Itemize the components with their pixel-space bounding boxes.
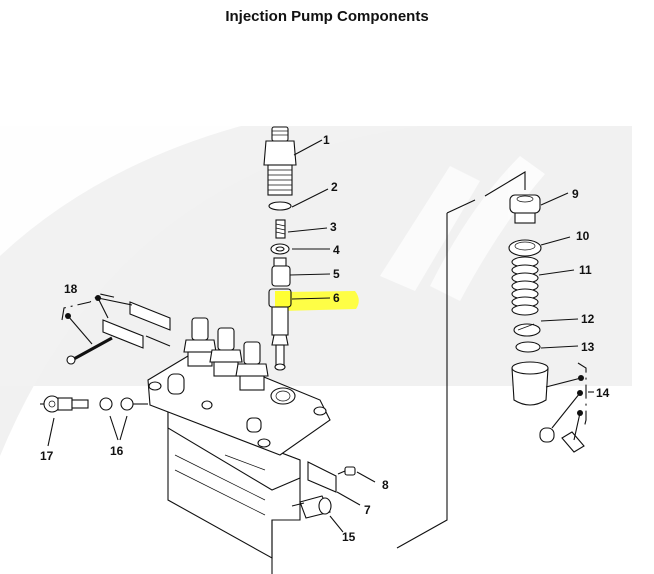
washer-part-16a [99,397,113,411]
callout-7: 7 [364,503,371,517]
callout-13: 13 [581,340,595,354]
ring-part-10 [508,239,542,257]
callout-17: 17 [40,449,54,463]
page-title: Injection Pump Components [225,8,429,25]
delivery-valve-holders [183,317,269,391]
valve-part-5 [271,257,291,287]
block-part-18a [129,301,171,331]
callout-14: 14 [596,386,610,400]
callout-5: 5 [333,267,340,281]
retainer-part-12 [513,323,541,337]
block-part-18b [102,319,144,349]
pin-part-14 [561,431,585,453]
part-6-highlight-body [275,291,291,309]
spring-part-11 [511,256,539,316]
callout-9: 9 [572,187,579,201]
pump-body [147,349,331,574]
callout-2: 2 [331,180,338,194]
callout-16: 16 [110,444,124,458]
sleeve-part-14 [511,361,549,406]
bolt-part-8 [337,466,356,476]
shaft-part-15 [291,495,332,519]
callout-18: 18 [64,282,78,296]
callout-12: 12 [581,312,595,326]
o-ring-part-2 [268,201,292,211]
bracket-part-7 [307,461,337,493]
banjo-bolt-part-17 [43,395,89,413]
callout-6: 6 [333,291,340,305]
callout-3: 3 [330,220,337,234]
callout-8: 8 [382,478,389,492]
roller-part-14 [539,427,555,443]
callout-15: 15 [342,530,356,544]
callout-11: 11 [579,263,592,277]
cap-part-9 [509,194,541,224]
o-ring-part-13 [515,341,541,353]
spring-part-3 [275,219,286,239]
callout-4: 4 [333,243,340,257]
injector-nozzle-part-1 [263,126,297,196]
valve-seat-part-6 [268,288,292,371]
callout-10: 10 [576,229,590,243]
washer-part-16b [120,397,134,411]
screw-part-18 [66,336,113,365]
callout-1: 1 [323,133,330,147]
part-6-highlight [282,291,359,311]
